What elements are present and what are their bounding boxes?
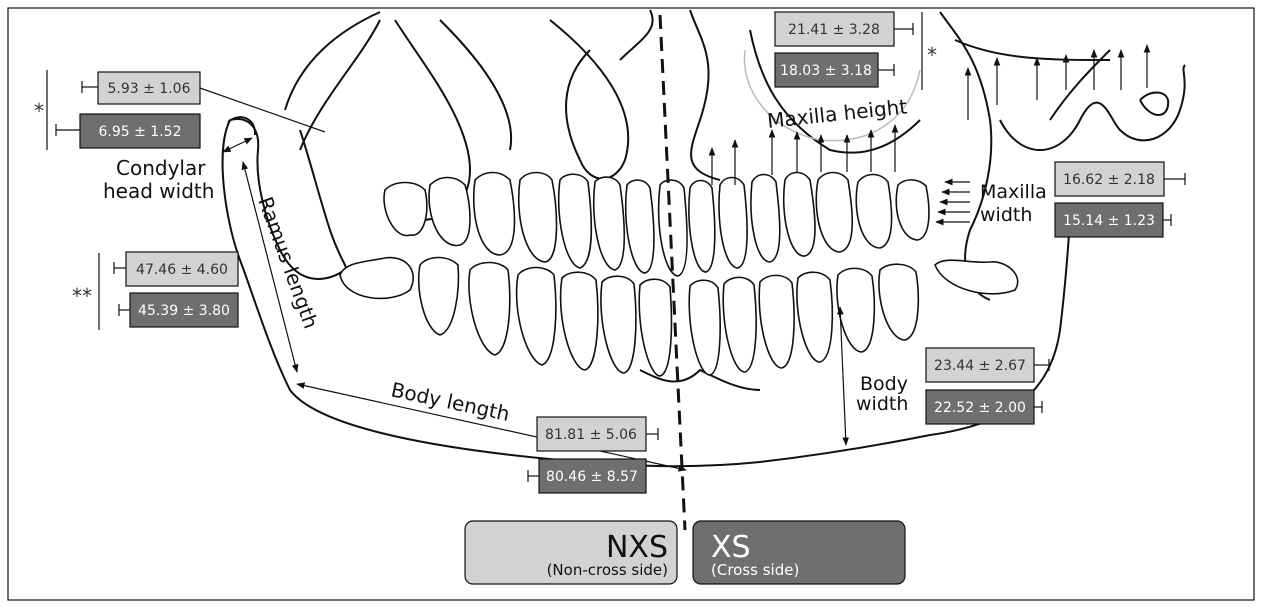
condylar-significance: * <box>34 99 44 123</box>
maxilla-width-xs-value: 15.14 ± 1.23 <box>1063 213 1155 229</box>
maxilla-width-arrows <box>936 182 970 222</box>
legend-nxs-abbr: NXS <box>606 530 668 565</box>
condylar-nxs-value: 5.93 ± 1.06 <box>108 81 191 97</box>
body-length-values: 81.81 ± 5.06 80.46 ± 8.57 <box>528 417 658 493</box>
label-maxilla-height: Maxilla height <box>766 94 908 133</box>
maxilla-width-values: 16.62 ± 2.18 15.14 ± 1.23 <box>1055 162 1185 237</box>
legend-nxs-full: (Non-cross side) <box>547 561 668 579</box>
legend-xs-full: (Cross side) <box>711 561 799 579</box>
body-width-nxs-value: 23.44 ± 2.67 <box>934 358 1026 374</box>
condylar-xs-value: 6.95 ± 1.52 <box>99 124 182 140</box>
upper-teeth <box>384 173 929 277</box>
legend: NXS (Non-cross side) XS (Cross side) <box>465 521 905 584</box>
label-maxilla-width-2: width <box>980 204 1032 226</box>
ramus-significance: ** <box>72 284 92 308</box>
body-length-xs-value: 80.46 ± 8.57 <box>546 469 638 485</box>
condylar-head-width-values: 5.93 ± 1.06 6.95 ± 1.52 * <box>34 70 200 150</box>
condylar-leader <box>200 88 325 132</box>
maxilla-height-nxs-value: 21.41 ± 3.28 <box>788 22 880 38</box>
maxilla-height-values: 21.41 ± 3.28 18.03 ± 3.18 * <box>775 12 937 90</box>
legend-xs-abbr: XS <box>711 530 751 565</box>
condylar-arrow <box>223 138 252 152</box>
label-maxilla-width-1: Maxilla <box>980 181 1047 203</box>
label-ramus-length: Ramus length <box>253 194 323 332</box>
maxilla-height-xs-value: 18.03 ± 3.18 <box>780 63 872 79</box>
body-length-nxs-value: 81.81 ± 5.06 <box>545 427 637 443</box>
ramus-length-values: 47.46 ± 4.60 45.39 ± 3.80 ** <box>72 252 238 330</box>
ramus-xs-value: 45.39 ± 3.80 <box>138 303 230 319</box>
maxilla-width-nxs-value: 16.62 ± 2.18 <box>1063 172 1155 188</box>
body-width-values: 23.44 ± 2.67 22.52 ± 2.00 <box>926 348 1049 424</box>
body-width-xs-value: 22.52 ± 2.00 <box>934 400 1026 416</box>
ramus-nxs-value: 47.46 ± 4.60 <box>136 262 228 278</box>
label-condylar-2: head width <box>103 179 214 203</box>
label-condylar-1: Condylar <box>116 156 206 180</box>
label-body-length: Body length <box>389 377 512 426</box>
maxilla-height-significance: * <box>927 43 937 67</box>
label-body-width-1: Body <box>860 373 908 395</box>
label-body-width-2: width <box>856 393 908 415</box>
